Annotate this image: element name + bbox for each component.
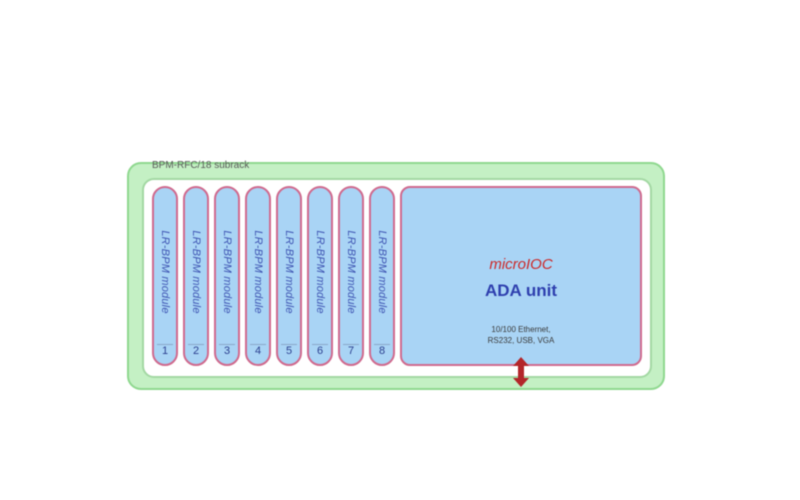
module-slot-8: LR-BPM module 8 [369, 186, 395, 366]
module-slot-3: LR-BPM module 3 [214, 186, 240, 366]
double-arrow-vertical-icon [513, 357, 529, 387]
module-label: LR-BPM module [159, 230, 171, 314]
slot-divider [343, 344, 359, 345]
ada-unit-box: microIOC ADA unit 10/100 Ethernet, RS232… [400, 186, 642, 366]
slot-number: 3 [223, 345, 231, 357]
slot-divider [188, 344, 204, 345]
slot-number: 1 [161, 345, 169, 357]
ada-ports-text: 10/100 Ethernet, RS232, USB, VGA [402, 324, 640, 346]
slot-number: 2 [192, 345, 200, 357]
module-slot-4: LR-BPM module 4 [245, 186, 271, 366]
slot-divider [374, 344, 390, 345]
slot-number: 8 [378, 345, 386, 357]
module-label: LR-BPM module [283, 230, 295, 314]
slot-number: 7 [347, 345, 355, 357]
slot-number: 4 [254, 345, 262, 357]
module-slot-2: LR-BPM module 2 [183, 186, 209, 366]
slot-divider [157, 344, 173, 345]
module-label: LR-BPM module [314, 230, 326, 314]
slot-number: 6 [316, 345, 324, 357]
ada-ports-line-1: 10/100 Ethernet, [491, 325, 551, 334]
module-label: LR-BPM module [345, 230, 357, 314]
ada-ports-line-2: RS232, USB, VGA [487, 336, 555, 345]
slot-divider [312, 344, 328, 345]
module-label: LR-BPM module [252, 230, 264, 314]
slot-divider [281, 344, 297, 345]
slot-number: 5 [285, 345, 293, 357]
subrack-title: BPM-RFC/18 subrack [152, 160, 250, 171]
module-slot-5: LR-BPM module 5 [276, 186, 302, 366]
slot-divider [219, 344, 235, 345]
module-label: LR-BPM module [376, 230, 388, 314]
module-slot-7: LR-BPM module 7 [338, 186, 364, 366]
ada-unit-title: ADA unit [484, 281, 558, 300]
slot-divider [250, 344, 266, 345]
module-slot-6: LR-BPM module 6 [307, 186, 333, 366]
module-label: LR-BPM module [190, 230, 202, 314]
module-slot-1: LR-BPM module 1 [152, 186, 178, 366]
ada-brand-label: microIOC [489, 256, 553, 273]
module-label: LR-BPM module [221, 230, 233, 314]
